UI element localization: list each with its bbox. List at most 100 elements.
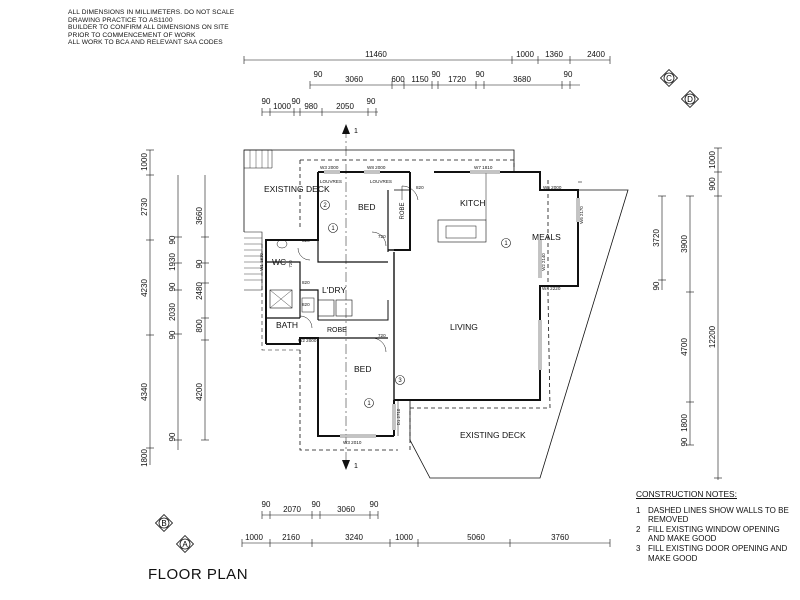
note-marker	[364, 398, 374, 408]
room-label-meals: MEALS	[532, 232, 561, 242]
room-label-bed: BED	[354, 364, 371, 374]
door-tag: 820	[416, 185, 424, 190]
general-notes: ALL DIMENSIONS IN MILLIMETERS. DO NOT SC…	[68, 9, 234, 47]
window-tag: W4 2220	[542, 286, 561, 291]
dim-label: 4700	[680, 338, 689, 356]
dim-label: 90	[168, 235, 177, 244]
door-tag: 720	[378, 333, 386, 338]
room-label-existing-deck: EXISTING DECK	[460, 430, 526, 440]
dim-label: 3660	[195, 207, 204, 225]
window-tag: W5 2000	[543, 185, 562, 190]
window-tag: W2 2140	[541, 253, 546, 271]
dim-label: 1000	[395, 533, 413, 542]
room-label-kitchen: KITCH	[460, 198, 486, 208]
bottom-dimensions	[241, 511, 611, 547]
dim-label: 90	[262, 97, 271, 106]
section-label: 1	[354, 128, 358, 135]
dim-label: 90	[168, 432, 177, 441]
note-number: 3	[636, 543, 641, 553]
dim-label: 90	[652, 281, 661, 290]
dim-label: 4200	[195, 383, 204, 401]
door-tag: D1 2710	[396, 408, 401, 425]
dim-label: 2400	[587, 50, 605, 59]
right-dimensions	[658, 147, 722, 480]
room-label-living: LIVING	[450, 322, 478, 332]
marker-d: D	[687, 95, 693, 104]
dim-label: 90	[432, 70, 441, 79]
marker-a: A	[182, 540, 188, 549]
section-markers: C D B A 1 1	[154, 68, 700, 554]
dim-label: 90	[262, 500, 271, 509]
door-tag: 720	[378, 234, 386, 239]
construction-notes-heading: CONSTRUCTION NOTES:	[636, 489, 737, 499]
note-marker	[501, 238, 511, 248]
dim-label: 3760	[551, 533, 569, 542]
door-tag: 820	[302, 280, 310, 285]
window-tag: LOUVRES	[370, 179, 392, 184]
construction-note-item: 1 DASHED LINES SHOW WALLS TO BE REMOVED	[636, 506, 796, 525]
dim-label: 3240	[345, 533, 363, 542]
room-label-wc: WC	[272, 257, 286, 267]
note-marker	[328, 223, 338, 233]
note-text: FILL EXISTING DOOR OPENING AND MAKE GOOD	[648, 543, 788, 563]
dim-label: 1000	[708, 151, 717, 169]
top-dimensions	[243, 56, 611, 116]
dim-label: 1720	[448, 75, 466, 84]
room-label-bath: BATH	[276, 320, 298, 330]
note-number: 1	[504, 241, 508, 247]
dim-label: 2070	[283, 505, 301, 514]
dim-label: 2050	[336, 102, 354, 111]
dim-label: 900	[708, 177, 717, 191]
section-label: 1	[354, 463, 358, 470]
building-walls	[243, 149, 629, 479]
dim-label: 90	[314, 70, 323, 79]
dim-label: 980	[304, 102, 318, 111]
dim-label: 3060	[345, 75, 363, 84]
dim-label: 5060	[467, 533, 485, 542]
drawing-title: FLOOR PLAN	[148, 566, 249, 583]
dim-label: 2730	[140, 198, 149, 216]
window-tag: W7 1810	[474, 165, 493, 170]
general-note: ALL DIMENSIONS IN MILLIMETERS. DO NOT SC…	[68, 9, 235, 16]
marker-b: B	[161, 519, 166, 528]
room-label-bed: BED	[358, 202, 375, 212]
note-number: 1	[331, 226, 335, 232]
general-note: ALL WORK TO BCA AND RELEVANT SAA CODES	[68, 39, 223, 47]
door-tag: 820	[302, 238, 310, 243]
door-tag: 820	[302, 302, 310, 307]
note-marker	[320, 200, 330, 210]
dim-label: 90	[476, 70, 485, 79]
dim-label: 90	[367, 97, 376, 106]
note-number: 2	[636, 524, 641, 534]
window-tag: LOUVRES	[320, 179, 342, 184]
dim-label: 2160	[282, 533, 300, 542]
window-tag: W8 2000	[367, 165, 386, 170]
dim-label: 11460	[365, 50, 387, 59]
dim-label: 4340	[140, 383, 149, 401]
left-dimensions	[146, 149, 209, 465]
dim-label: 90	[292, 97, 301, 106]
construction-notes: CONSTRUCTION NOTES: 1 DASHED LINES SHOW …	[636, 489, 796, 563]
note-number: 1	[636, 505, 641, 515]
window-tag: W3 2010	[343, 440, 362, 445]
room-label-robe: ROBE	[400, 202, 406, 219]
dim-label: 90	[564, 70, 573, 79]
marker-c: C	[666, 74, 672, 83]
dim-label: 3900	[680, 235, 689, 253]
note-text: FILL EXISTING WINDOW OPENING AND MAKE GO…	[648, 524, 780, 544]
window-tag: W2 2000	[298, 338, 317, 343]
room-label-laundry: L'DRY	[322, 285, 346, 295]
window-tag: W3 2000	[320, 165, 339, 170]
dim-label: 1000	[516, 50, 534, 59]
dim-label: 1930	[168, 253, 177, 271]
note-number: 3	[398, 378, 402, 384]
dim-label: 1000	[245, 533, 263, 542]
dim-label: 3720	[652, 229, 661, 247]
dim-label: 2480	[195, 282, 204, 300]
dim-label: 2030	[168, 303, 177, 321]
room-label-existing-deck: EXISTING DECK	[264, 184, 330, 194]
dim-label: 800	[195, 319, 204, 333]
construction-note-item: 2 FILL EXISTING WINDOW OPENING AND MAKE …	[636, 525, 796, 544]
dim-label: 90	[312, 500, 321, 509]
